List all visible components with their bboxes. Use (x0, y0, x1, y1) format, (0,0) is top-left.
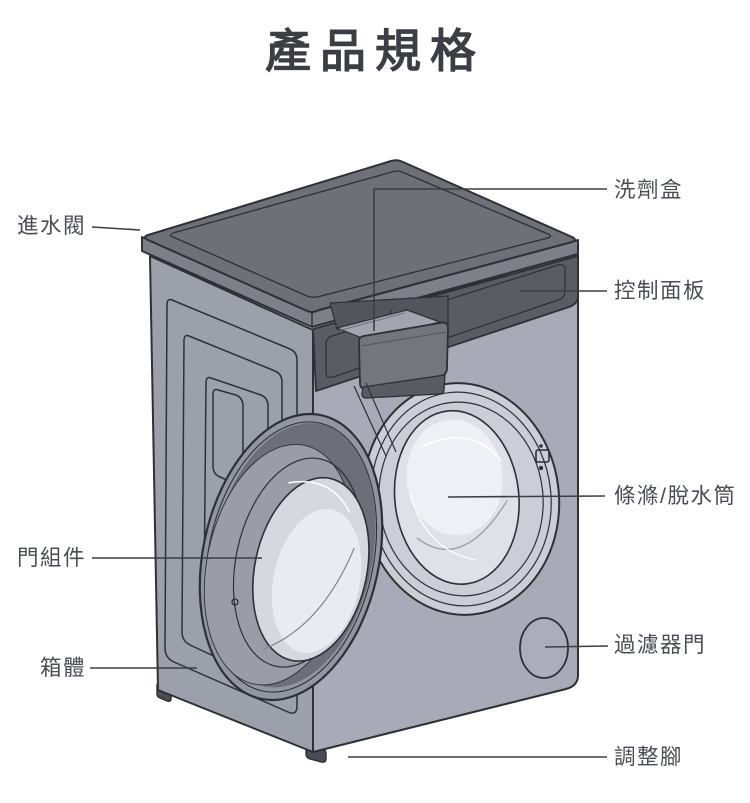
label-control-panel: 控制面板 (614, 279, 706, 303)
drawer-top (335, 309, 443, 341)
label-door-assembly: 門組件 (17, 546, 86, 570)
detergent-drawer (329, 295, 449, 399)
filter-door (519, 617, 569, 679)
part-labels: 進水閥 洗劑盒 控制面板 條滌/脫水筒 門組件 過濾器門 箱體 調整腳 (17, 178, 736, 769)
door-hinge-pin (231, 598, 239, 606)
washing-machine-illustration (141, 159, 579, 763)
label-water-inlet-valve: 進水閥 (17, 214, 86, 238)
control-panel-inset (325, 263, 566, 379)
label-cabinet: 箱體 (40, 656, 86, 680)
top-lid-inner-line (169, 170, 552, 298)
label-detergent-box: 洗劑盒 (614, 178, 683, 202)
leader-filter-door (544, 645, 609, 648)
label-wash-spin-drum: 條滌/脫水筒 (614, 484, 736, 508)
leader-lines (90, 188, 609, 758)
label-filter-door: 過濾器門 (614, 633, 706, 657)
leader-detergent-box (373, 188, 607, 331)
leader-wash-spin-drum (447, 495, 606, 498)
label-adjustable-feet: 調整腳 (614, 745, 683, 769)
page-title: 產品規格 (265, 25, 485, 77)
door-assembly (198, 412, 384, 702)
door-latch-icon (535, 444, 550, 471)
leader-water-inlet-valve (91, 226, 141, 231)
top-lid (144, 159, 576, 313)
